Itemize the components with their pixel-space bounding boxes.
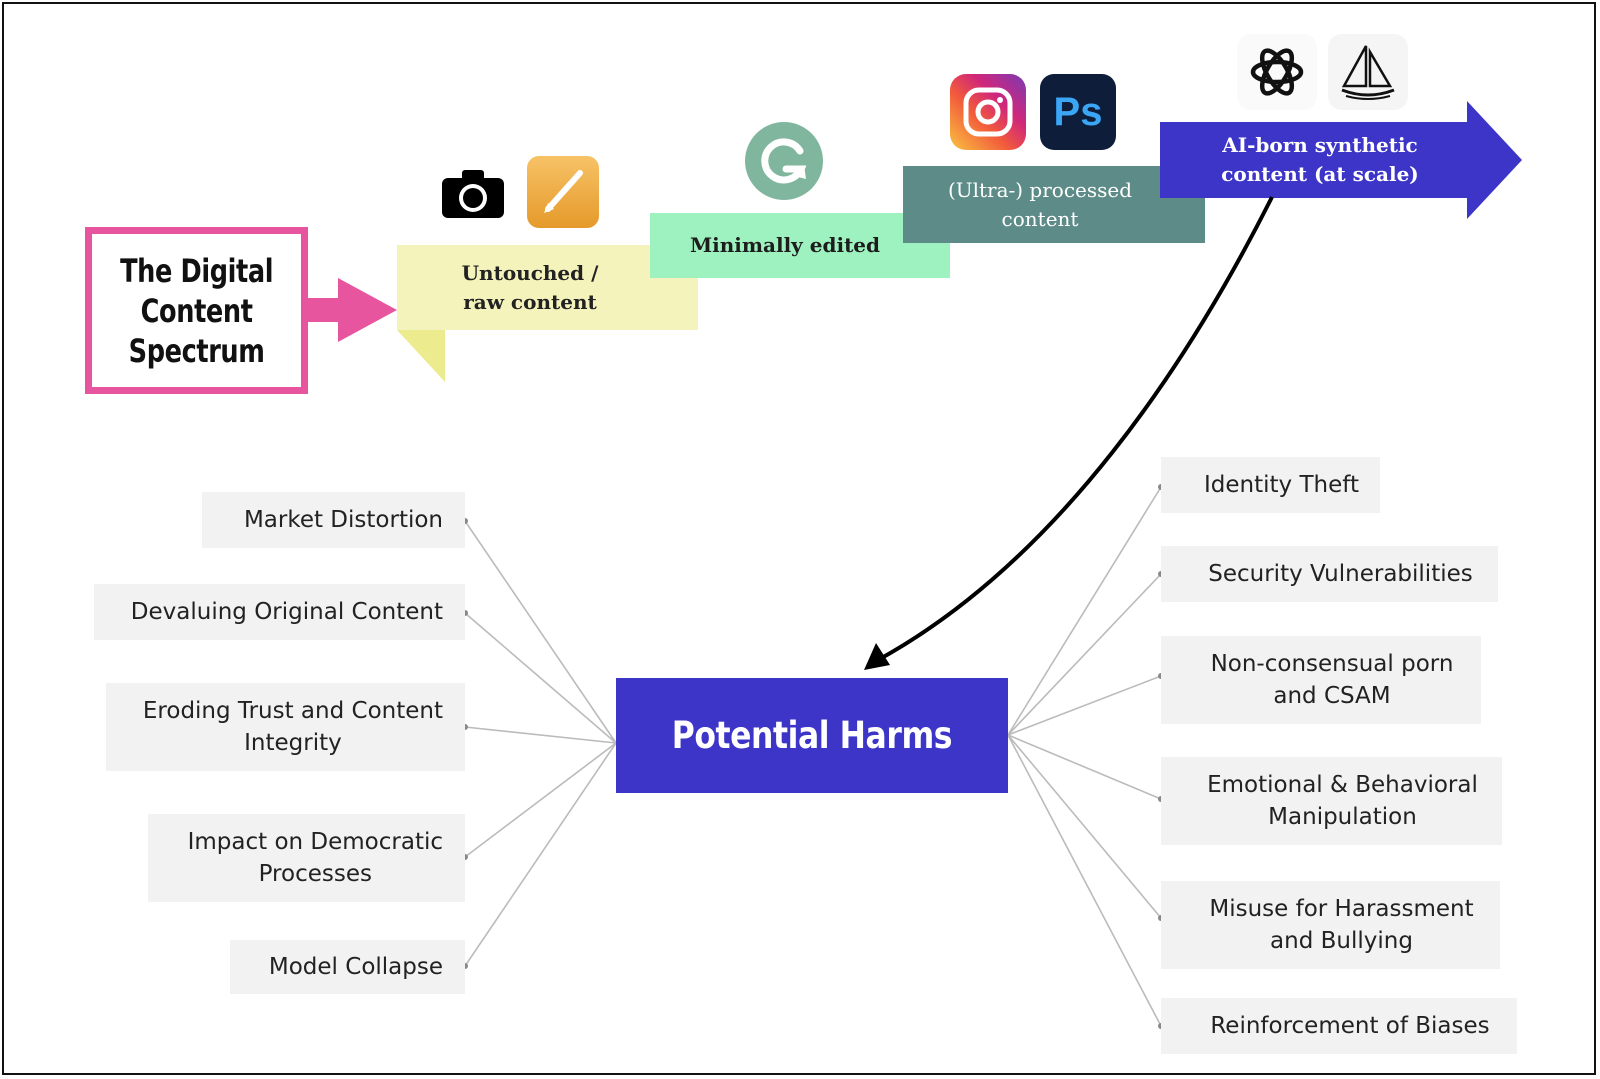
harm-left-5: Model Collapse bbox=[230, 940, 465, 994]
connector-left-4 bbox=[464, 742, 617, 858]
curve-arrow bbox=[877, 196, 1274, 662]
instagram-icon bbox=[950, 74, 1026, 150]
stage-2-label: Minimally edited bbox=[689, 233, 881, 257]
stage-1-ribbon bbox=[397, 245, 698, 330]
curve-arrowhead bbox=[864, 643, 890, 670]
harm-right-3: Non-consensual porn and CSAM bbox=[1161, 636, 1481, 724]
camera-icon bbox=[440, 166, 506, 220]
stage-4-arrow bbox=[1160, 101, 1522, 219]
harm-right-2: Security Vulnerabilities bbox=[1161, 546, 1498, 602]
potential-harms-box: Potential Harms bbox=[616, 678, 1008, 793]
stage-3-label: (Ultra-) processed content bbox=[947, 177, 1133, 231]
connector-left-1 bbox=[464, 520, 617, 744]
connector-left-5 bbox=[464, 742, 617, 967]
connector-right-4 bbox=[1007, 734, 1162, 800]
connector-left-2 bbox=[464, 612, 617, 744]
grammarly-icon bbox=[744, 121, 824, 201]
connector-right-3 bbox=[1007, 675, 1162, 736]
midjourney-sailboat-icon bbox=[1328, 34, 1408, 110]
harm-right-6: Reinforcement of Biases bbox=[1161, 998, 1517, 1054]
harm-left-3: Eroding Trust and Content Integrity bbox=[106, 683, 465, 771]
harm-right-4: Emotional & Behavioral Manipulation bbox=[1161, 757, 1502, 845]
connector-right-1 bbox=[1007, 486, 1162, 736]
connector-right-5 bbox=[1007, 734, 1162, 919]
photoshop-icon: Ps bbox=[1040, 74, 1116, 150]
harm-right-1: Identity Theft bbox=[1161, 457, 1380, 513]
stage-1-fold bbox=[397, 330, 445, 382]
spectrum-title-box: The Digital Content Spectrum bbox=[85, 227, 308, 394]
photoshop-label: Ps bbox=[1053, 89, 1103, 134]
connector-right-2 bbox=[1007, 573, 1162, 736]
spectrum-title: The Digital Content Spectrum bbox=[120, 251, 273, 370]
openai-icon bbox=[1237, 34, 1317, 110]
pages-pen-icon bbox=[527, 156, 599, 228]
potential-harms-title: Potential Harms bbox=[671, 714, 953, 757]
title-arrow bbox=[308, 278, 397, 342]
harm-right-5: Misuse for Harassment and Bullying bbox=[1161, 881, 1500, 969]
connector-left-3 bbox=[464, 726, 617, 744]
stage-3-ribbon bbox=[903, 166, 1205, 243]
connector-right-6 bbox=[1007, 734, 1162, 1027]
stage-1-label: Untouched / raw content bbox=[461, 260, 599, 314]
harm-left-1: Market Distortion bbox=[202, 492, 465, 548]
stage-2-ribbon bbox=[650, 213, 950, 278]
harm-left-2: Devaluing Original Content bbox=[94, 584, 465, 640]
stage-4-label: AI-born synthetic content (at scale) bbox=[1221, 132, 1419, 186]
harm-left-4: Impact on Democratic Processes bbox=[148, 814, 465, 902]
